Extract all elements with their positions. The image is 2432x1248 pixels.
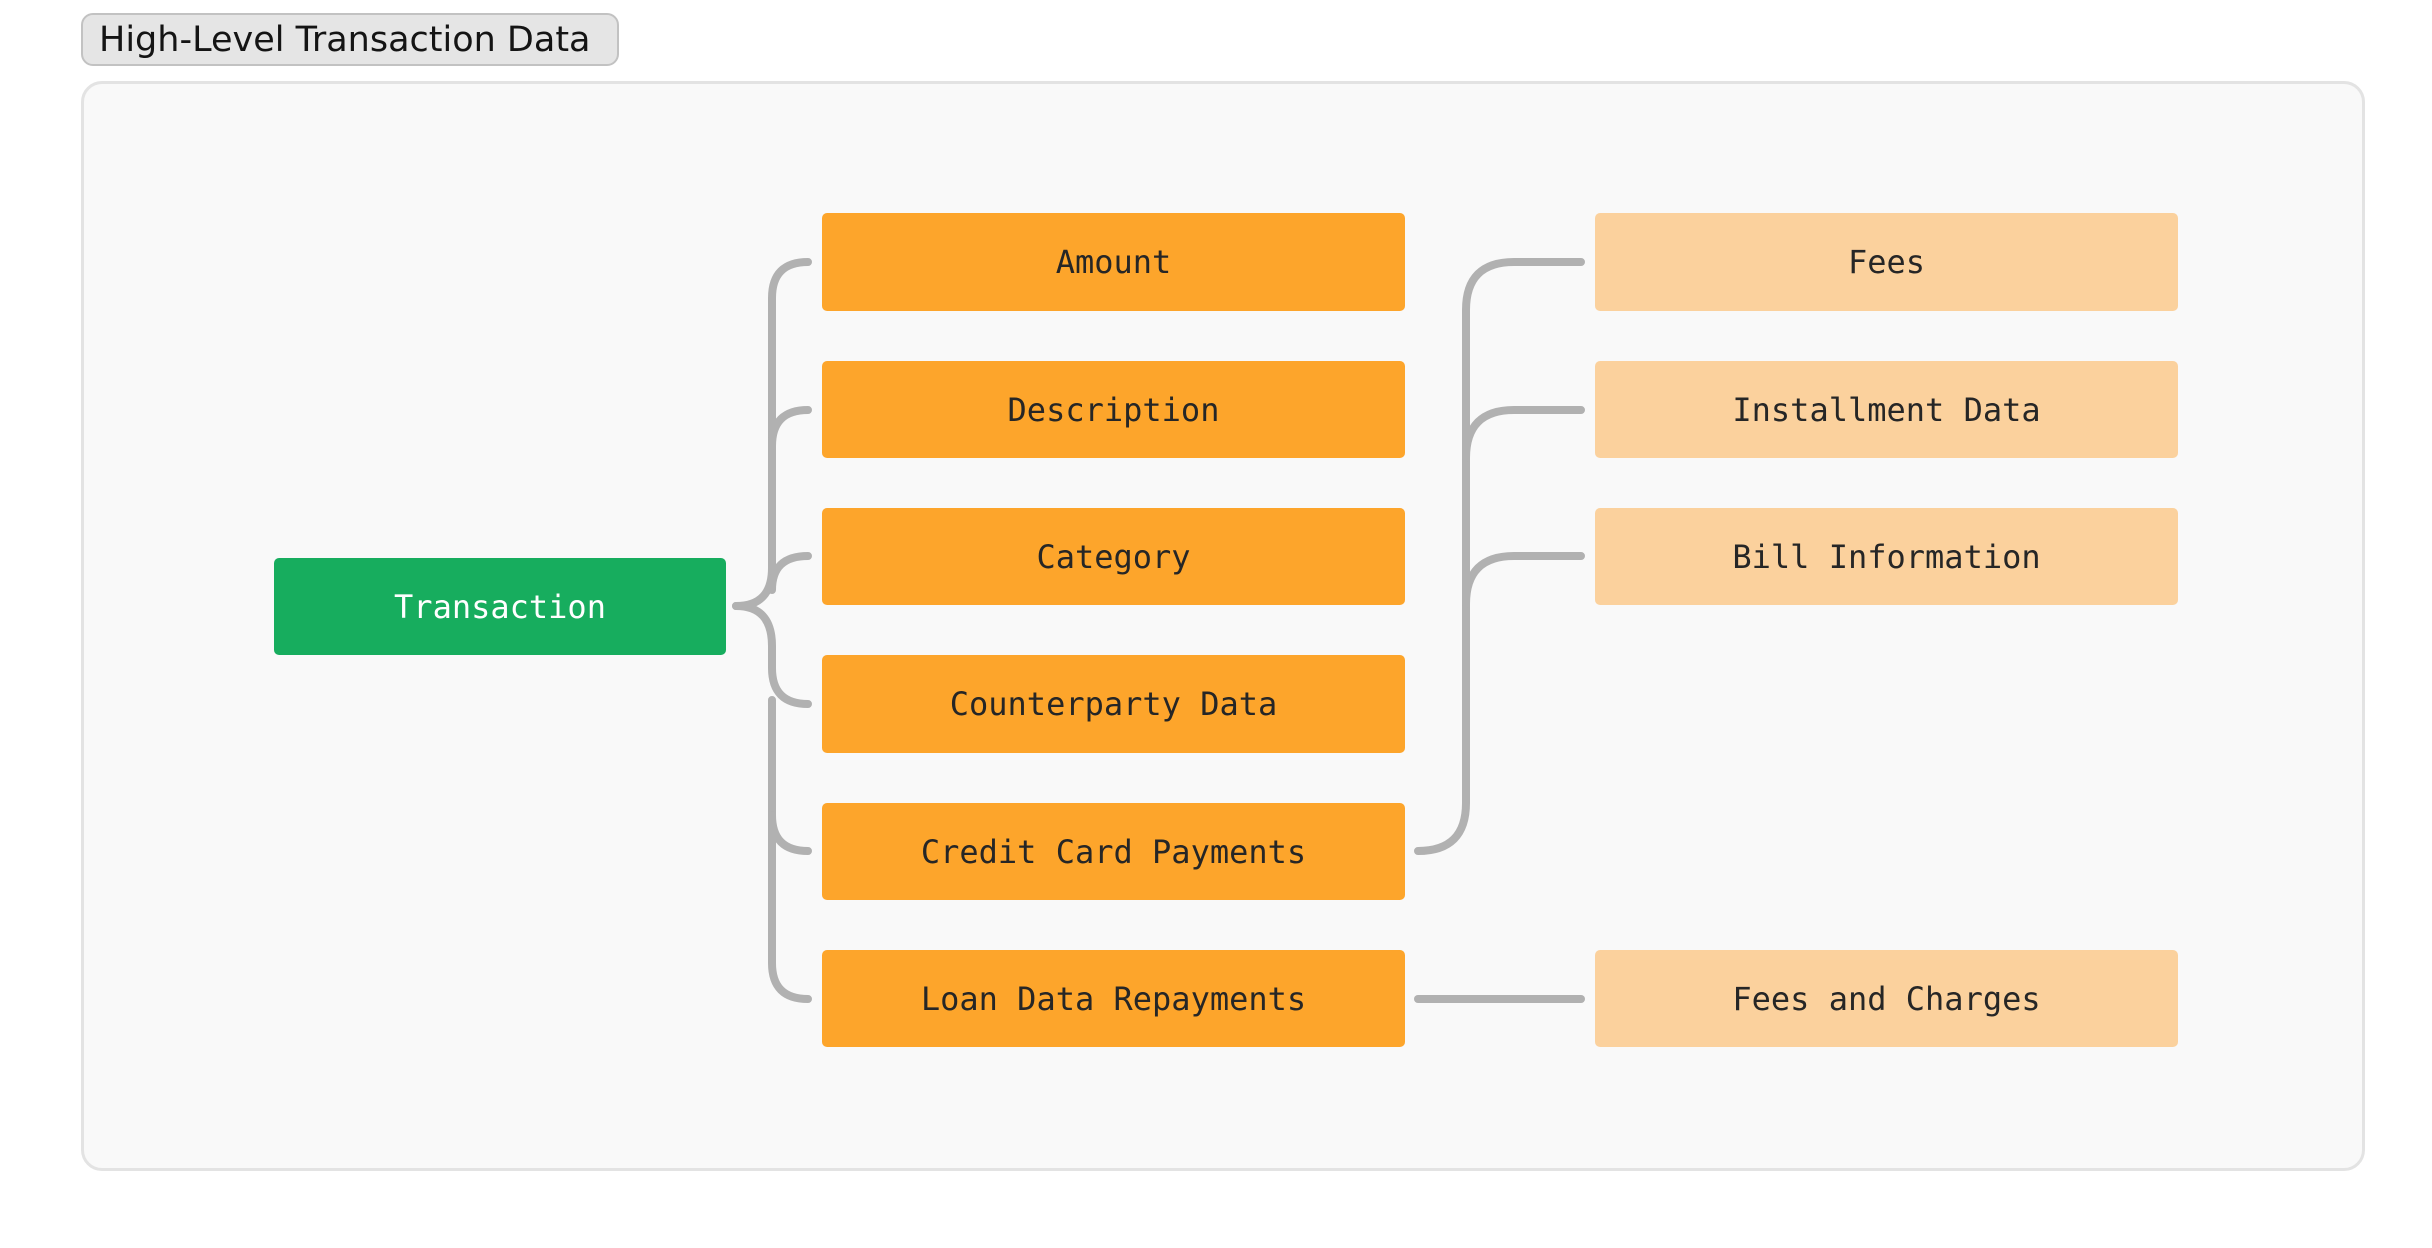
installment-data-node: Installment Data bbox=[1595, 361, 2178, 458]
fees-node: Fees bbox=[1595, 213, 2178, 311]
loan-data-repayments-node: Loan Data Repayments bbox=[822, 950, 1405, 1047]
category-node: Category bbox=[822, 508, 1405, 605]
fees-and-charges-node: Fees and Charges bbox=[1595, 950, 2178, 1047]
description-node: Description bbox=[822, 361, 1405, 458]
credit-card-payments-node: Credit Card Payments bbox=[822, 803, 1405, 900]
diagram-title: High-Level Transaction Data bbox=[81, 13, 619, 66]
bill-information-node: Bill Information bbox=[1595, 508, 2178, 605]
counterparty-data-node: Counterparty Data bbox=[822, 655, 1405, 753]
amount-node: Amount bbox=[822, 213, 1405, 311]
transaction-node: Transaction bbox=[274, 558, 726, 655]
